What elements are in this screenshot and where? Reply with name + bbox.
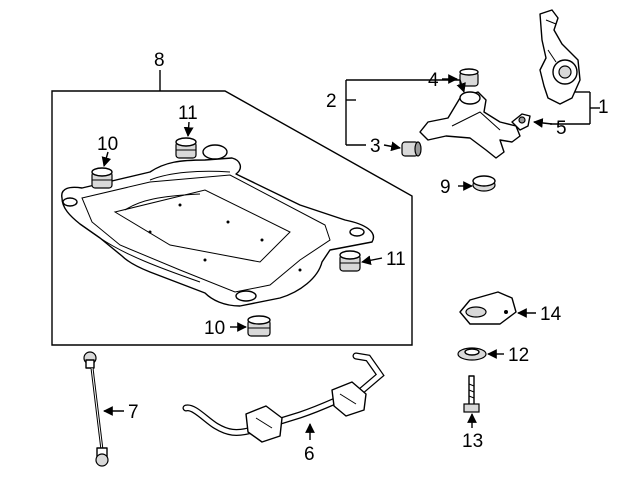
callout-14: 14 [540,304,562,325]
spring-seat-12 [457,347,487,361]
bar-bushing-right [331,381,367,417]
callout-4: 4 [428,70,439,91]
steering-knuckle [539,9,581,105]
callout-10-left: 10 [97,134,118,155]
callout-13: 13 [462,431,483,452]
crossmember [61,144,375,307]
callout-12: 12 [508,345,529,366]
cap-9 [472,175,496,192]
ball-joint-5 [511,113,531,131]
control-arm [419,91,521,159]
subframe-group [51,70,413,346]
callout-1: 1 [598,97,609,118]
callout-2: 2 [326,91,337,112]
bushing-3 [401,141,422,157]
callout-11-right: 11 [386,249,406,270]
callout-6: 6 [304,444,315,465]
callout-3: 3 [370,136,381,157]
callout-11-top: 11 [178,103,198,124]
bolt-13 [463,375,480,413]
subframe-frame [51,90,413,346]
strut-mount-14 [459,291,517,325]
callout-5: 5 [556,118,567,139]
mount-11-top [175,137,197,159]
mount-10-bottom [247,315,271,337]
mount-11-right [339,250,361,272]
callout-9: 9 [440,177,451,198]
callout-7: 7 [128,402,139,423]
bar-bushing-left [245,405,283,443]
stabilizer-link [83,351,109,467]
callout-8: 8 [154,50,165,71]
callout-10-bottom: 10 [204,318,225,339]
ball-joint-cap-4 [459,68,479,87]
stabilizer-bar [182,352,385,443]
mount-10-left [91,167,113,189]
